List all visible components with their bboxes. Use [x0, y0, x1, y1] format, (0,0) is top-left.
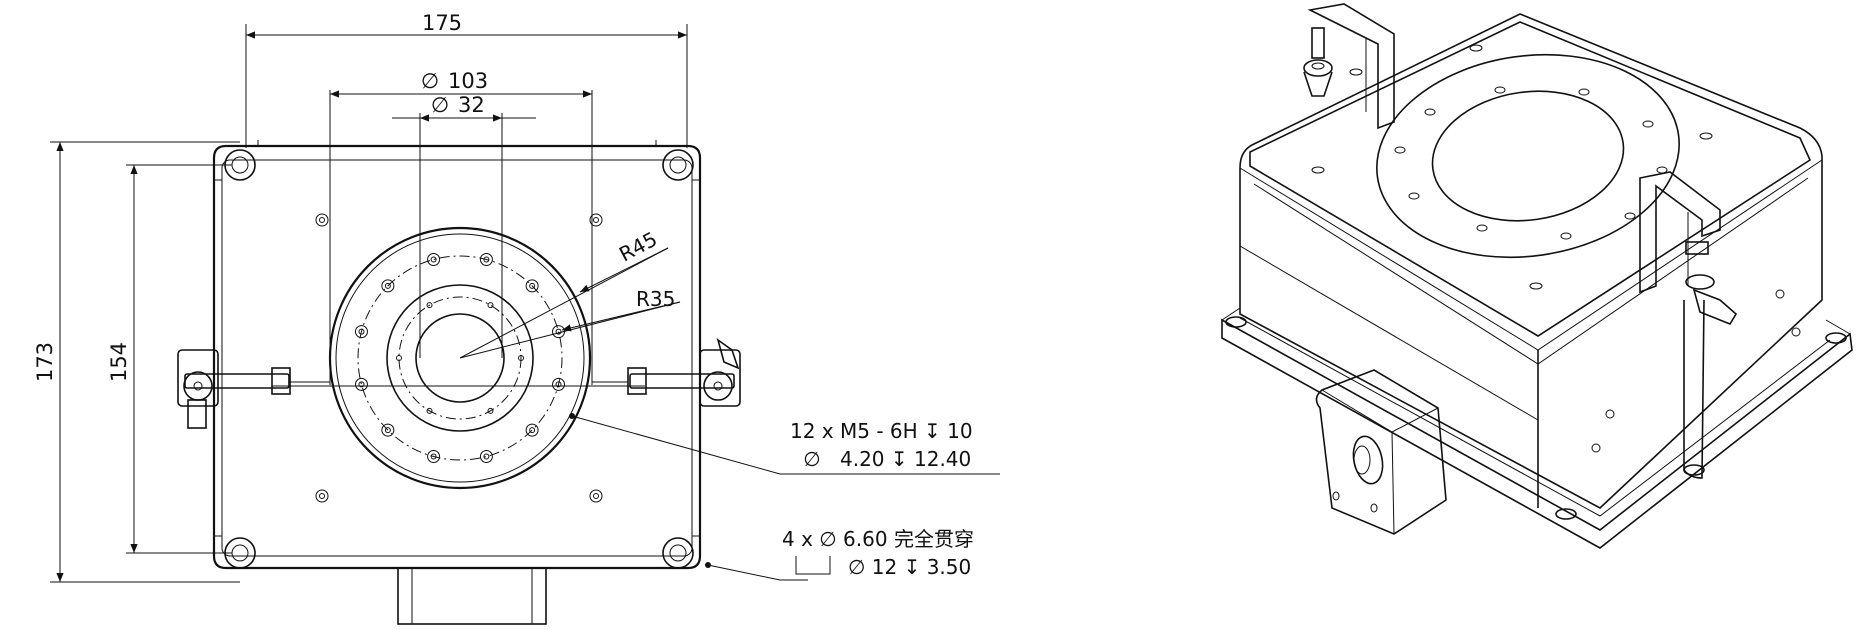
- inner-holes: [396, 302, 524, 414]
- bolt-hole: [427, 450, 441, 464]
- dim-175: [245, 24, 688, 148]
- corner-holes: [224, 149, 694, 569]
- dim-32-label: 32: [458, 93, 485, 117]
- bolt-hole-center: [384, 427, 391, 434]
- dim-103-label: 103: [448, 69, 488, 93]
- iso-base-plate: [1221, 318, 1853, 549]
- note-tapped-line2: 4.20 ↧ 12.40: [840, 447, 971, 471]
- dim-154-label: 154: [107, 342, 131, 382]
- diameter-symbol: ∅: [421, 69, 439, 93]
- bolt-hole-center: [430, 256, 437, 263]
- left-clamp: [177, 349, 330, 429]
- bolt-hole-center: [483, 453, 490, 460]
- plate-inner-edge: [214, 140, 700, 537]
- iso-connector: [1315, 369, 1447, 535]
- isometric-view: [1221, 3, 1853, 549]
- front-view: 175 ∅ 103 ∅ 32 173 154 R45 R35 12 x M5 -…: [33, 11, 1000, 625]
- diameter-symbol: ∅: [431, 93, 449, 117]
- base-plate: [212, 144, 702, 570]
- inner-hole: [426, 407, 433, 414]
- iso-top-plate: [1249, 21, 1812, 337]
- note2-leader: [707, 564, 808, 581]
- dim-175-label: 175: [422, 11, 462, 35]
- inner-hole: [487, 302, 494, 309]
- r45-leader: [459, 247, 669, 359]
- bolt-hole-center: [555, 328, 562, 335]
- bolt-hole-center: [358, 381, 365, 388]
- inner-hole: [426, 302, 433, 309]
- r35-label: R35: [636, 287, 675, 311]
- bolt-hole: [479, 252, 493, 266]
- iso-rotary-disc: [1376, 53, 1680, 259]
- right-clamp: [592, 338, 741, 407]
- bolt-hole-center: [529, 282, 536, 289]
- bolt-hole-center: [483, 256, 490, 263]
- plate-step: [221, 159, 693, 557]
- counterbore-symbol: [795, 556, 831, 575]
- r45-label: R45: [615, 227, 661, 267]
- dim-173: [50, 141, 240, 583]
- inner-hole: [487, 407, 494, 414]
- note-through-line2: ∅ 12 ↧ 3.50: [848, 555, 971, 579]
- connector-block: [397, 567, 547, 625]
- bolt-hole-center: [430, 453, 437, 460]
- bolt-hole-center: [555, 381, 562, 388]
- bolt-hole: [525, 423, 539, 437]
- bolt-circle-holes: [354, 252, 566, 464]
- bolt-hole: [381, 423, 395, 437]
- bolt-hole: [552, 377, 566, 391]
- inner-hole: [396, 355, 402, 361]
- dim-173-label: 173: [33, 342, 57, 382]
- bolt-hole-center: [384, 282, 391, 289]
- note-through-line1: 4 x ∅ 6.60 完全贯穿: [782, 527, 974, 551]
- note1-leader: [571, 415, 1000, 475]
- iso-housing: [1239, 13, 1823, 509]
- bolt-hole: [381, 279, 395, 293]
- iso-clamp-right: [1639, 171, 1738, 479]
- bolt-hole-center: [529, 427, 536, 434]
- dim-154: [126, 164, 232, 554]
- plate-small-holes: [315, 213, 603, 503]
- diameter-symbol: ∅: [803, 447, 820, 471]
- bolt-hole: [427, 252, 441, 266]
- bolt-hole: [479, 450, 493, 464]
- note-tapped-line1: 12 x M5 - 6H ↧ 10: [790, 419, 973, 443]
- bolt-hole-center: [358, 328, 365, 335]
- bolt-hole: [354, 325, 368, 339]
- bolt-hole: [354, 377, 368, 391]
- iso-clamp-left: [1303, 3, 1395, 130]
- bolt-hole: [525, 279, 539, 293]
- inner-hole: [518, 355, 524, 361]
